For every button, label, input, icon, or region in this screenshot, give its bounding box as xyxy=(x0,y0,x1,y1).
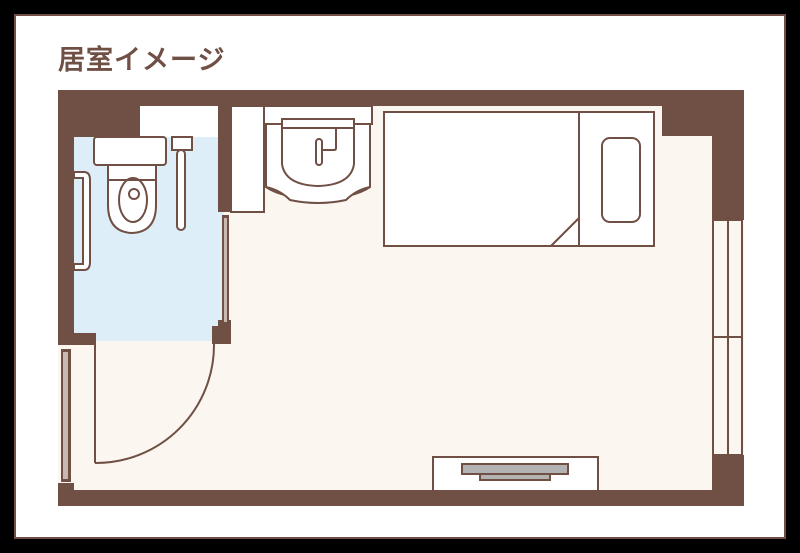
wash-basin xyxy=(263,105,373,204)
walls xyxy=(58,90,744,506)
toilet-tank-shelf xyxy=(140,106,218,137)
bed xyxy=(383,111,655,247)
toilet xyxy=(93,136,167,235)
sliding-door[interactable] xyxy=(222,215,229,325)
entrance-door[interactable] xyxy=(61,349,71,482)
paper-holder xyxy=(171,136,193,231)
grab-bar xyxy=(73,171,91,271)
swing-door[interactable] xyxy=(94,343,216,465)
tv-stand xyxy=(432,456,599,492)
closet-panel xyxy=(230,105,265,213)
pillow xyxy=(601,137,641,223)
page-title: 居室イメージ xyxy=(58,45,226,76)
window[interactable] xyxy=(712,219,743,456)
